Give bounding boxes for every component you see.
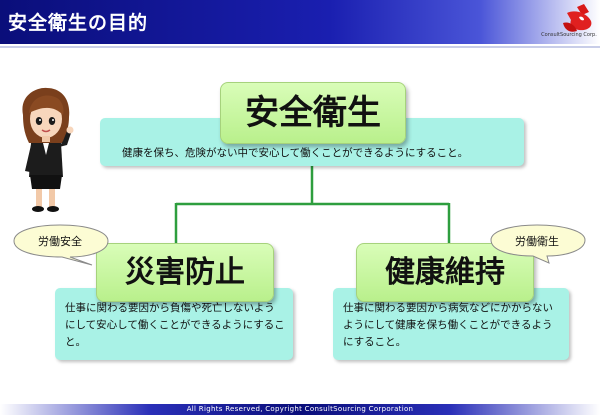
left-bubble-label: 労働安全 (38, 235, 82, 248)
left-speech-bubble: 労働安全 (12, 224, 112, 266)
main-description: 健康を保ち、危険がない中で安心して働くことができるようにすること。 (122, 147, 469, 159)
right-speech-bubble: 労働衛生 (487, 224, 587, 264)
logo-text: ConsultSourcing Corp. (541, 32, 597, 38)
right-bubble-label: 労働衛生 (515, 235, 559, 248)
company-logo-icon (563, 4, 592, 32)
businesswoman-illustration-icon (22, 87, 74, 212)
header-bar (0, 0, 600, 44)
right-description: 仕事に関わる要因から病気などにかからないようにして健康を保ち働くことができるよう… (343, 302, 553, 348)
left-title-box: 災害防止 (96, 243, 274, 302)
left-description: 仕事に関わる要因から負傷や死亡しないようにして安心して働くことができるようにする… (65, 302, 285, 348)
page-title: 安全衛生の目的 (8, 12, 149, 34)
footer-copyright: All Rights Reserved, Copyright ConsultSo… (186, 405, 414, 413)
header-divider (0, 46, 600, 48)
main-title-box: 安全衛生 (220, 82, 406, 144)
right-title-box: 健康維持 (356, 243, 534, 302)
footer-bar (0, 404, 600, 415)
